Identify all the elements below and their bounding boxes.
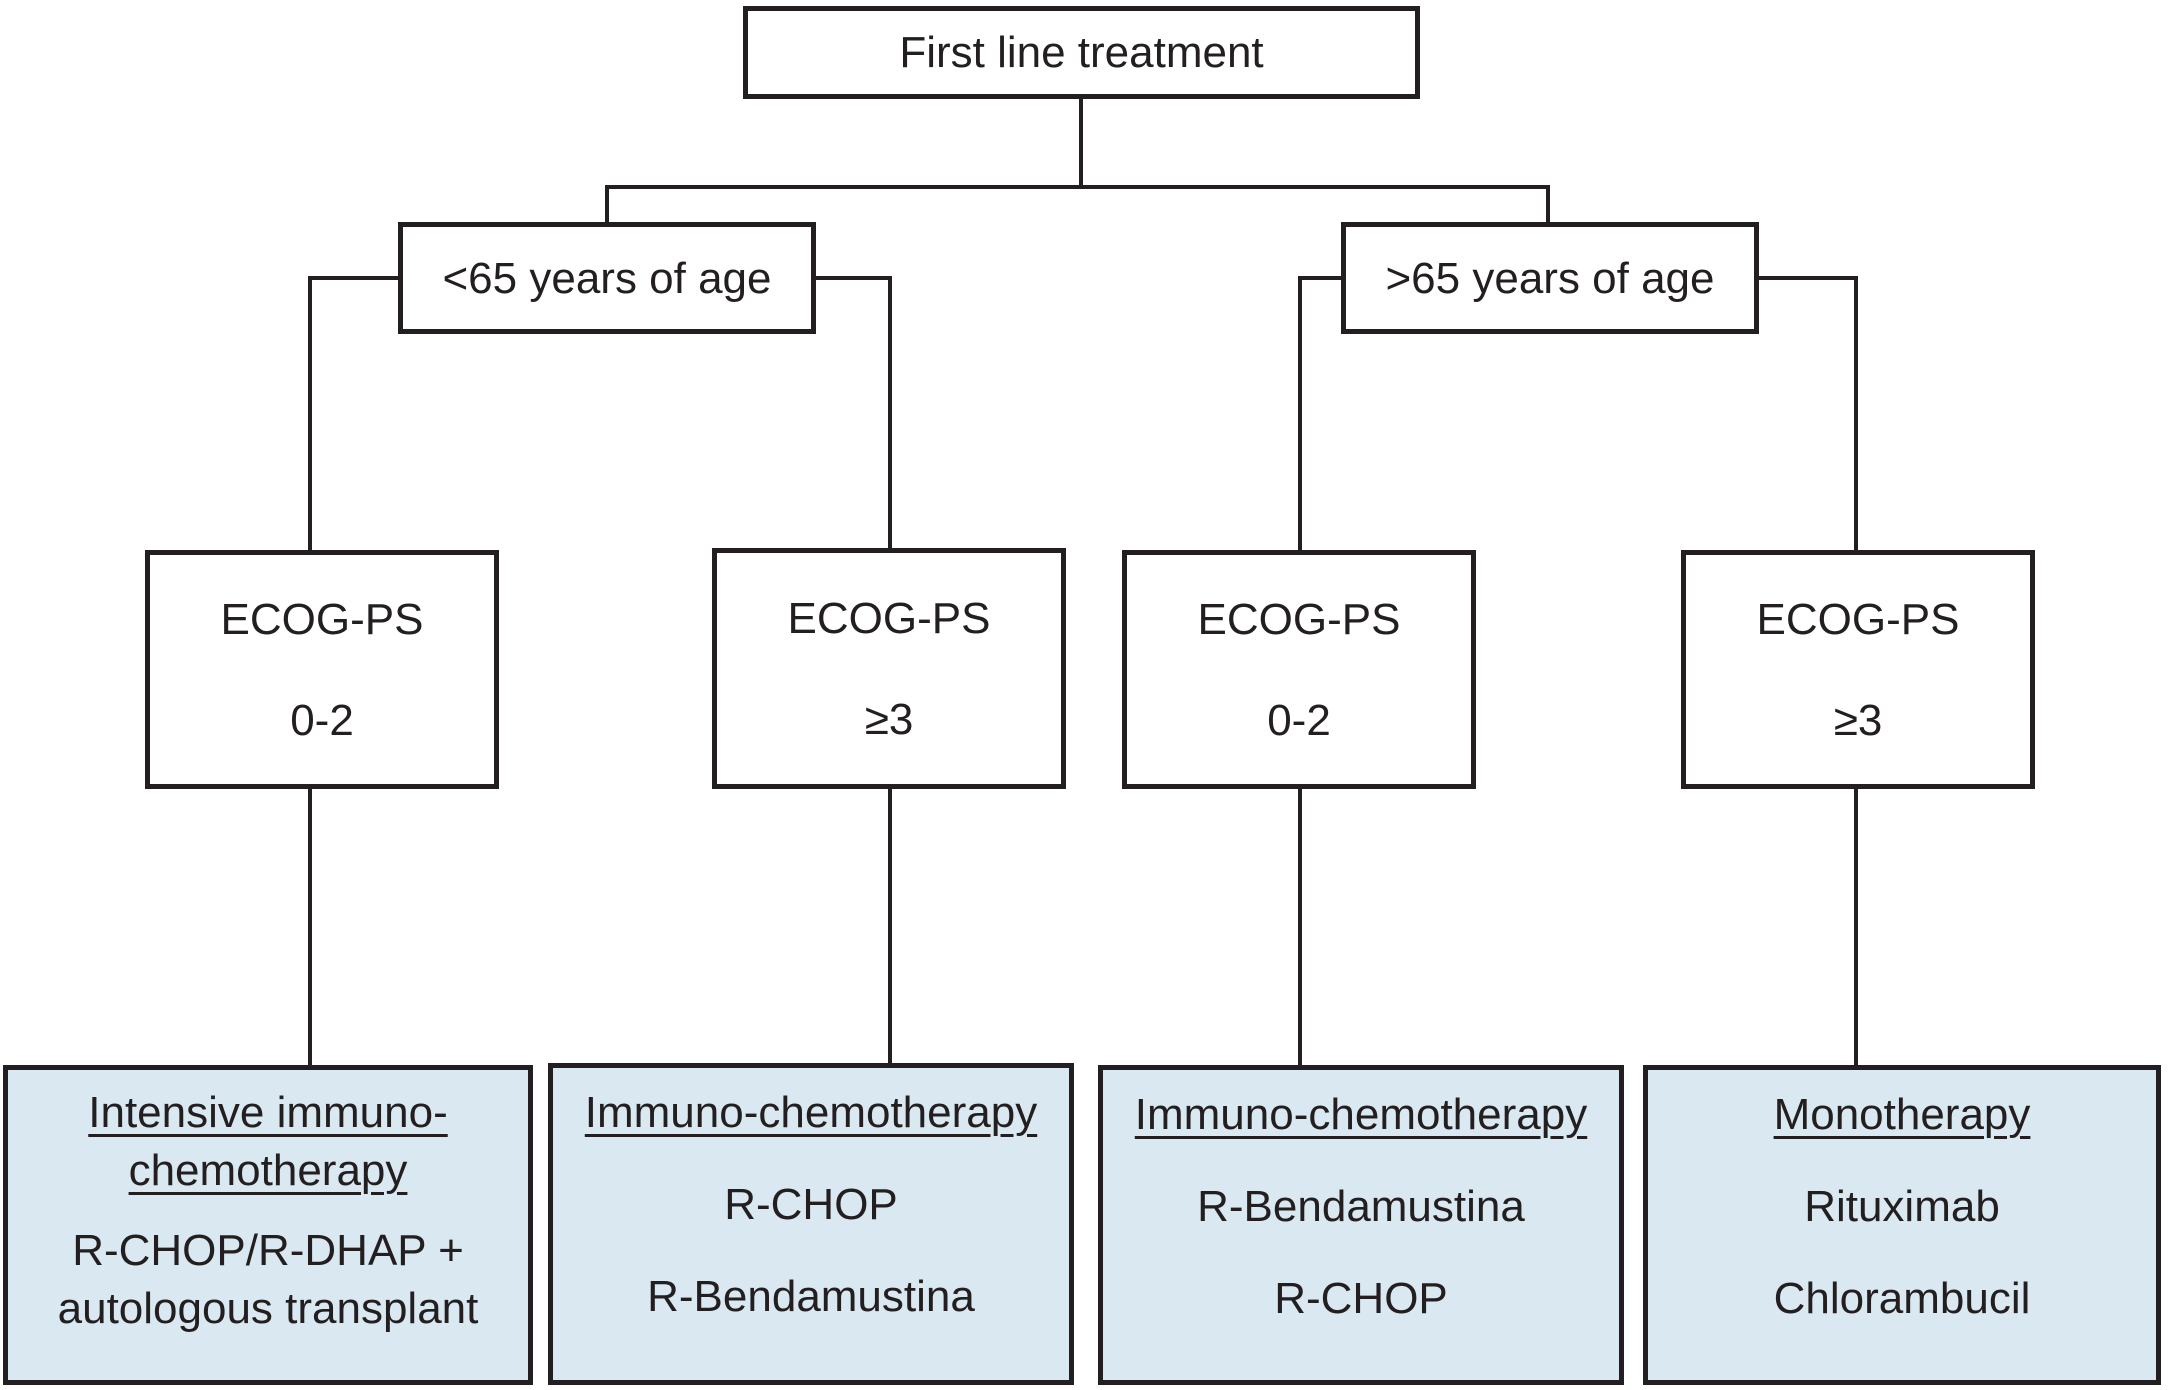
- ecog-title: ECOG-PS: [787, 593, 991, 643]
- ecog-value: ≥3: [1833, 695, 1883, 745]
- treatment-option-1: Rituximab: [1804, 1182, 2000, 1232]
- connector-under65-drop: [605, 185, 609, 225]
- root-node: First line treatment: [743, 6, 1420, 99]
- treatment-option-2: R-Bendamustina: [647, 1272, 975, 1322]
- ecog-value: 0-2: [290, 695, 354, 745]
- treatment-node-intensive-immunochemo: Intensive immuno-chemotherapy R-CHOP/R-D…: [3, 1065, 533, 1385]
- connector-under65-right-drop: [888, 276, 892, 552]
- treatment-regimen: R-CHOP/R-DHAP + autologous transplant: [57, 1226, 479, 1334]
- ecog-title: ECOG-PS: [220, 594, 424, 644]
- connector-over65-left-stub: [1298, 276, 1343, 280]
- treatment-option-1: R-Bendamustina: [1197, 1182, 1525, 1232]
- ecog-value: ≥3: [864, 694, 914, 744]
- connector-over65-drop: [1546, 185, 1550, 225]
- connector-over65-right-drop: [1854, 276, 1858, 552]
- treatment-category: Monotherapy: [1773, 1090, 2031, 1139]
- connector-ecog2-treatment: [888, 787, 892, 1067]
- treatment-node-monotherapy: Monotherapy Rituximab Chlorambucil: [1643, 1065, 2161, 1385]
- root-node-label: First line treatment: [899, 28, 1264, 77]
- age-branch-over65-label: >65 years of age: [1385, 253, 1715, 303]
- connector-ecog3-treatment: [1298, 787, 1302, 1067]
- connector-under65-left-stub: [308, 276, 400, 280]
- ecog-node-over65-frail: ECOG-PS ≥3: [1681, 550, 2035, 789]
- connector-age-split: [605, 185, 1550, 189]
- ecog-title: ECOG-PS: [1197, 594, 1401, 644]
- connector-under65-left-drop: [308, 276, 312, 552]
- treatment-category: Immuno-chemotherapy: [1134, 1090, 1588, 1139]
- treatment-category: Immuno-chemotherapy: [584, 1088, 1038, 1137]
- connector-root-drop: [1079, 98, 1083, 189]
- ecog-value: 0-2: [1267, 695, 1331, 745]
- treatment-category: Intensive immuno-chemotherapy: [88, 1088, 448, 1196]
- treatment-node-immunochemo-elderly-fit: Immuno-chemotherapy R-Bendamustina R-CHO…: [1098, 1065, 1624, 1385]
- connector-under65-right-stub: [814, 276, 892, 280]
- treatment-option-2: Chlorambucil: [1773, 1274, 2031, 1324]
- ecog-node-over65-fit: ECOG-PS 0-2: [1122, 550, 1476, 789]
- age-branch-under65-label: <65 years of age: [442, 253, 772, 303]
- connector-ecog1-treatment: [308, 787, 312, 1067]
- treatment-option-1: R-CHOP: [724, 1180, 898, 1230]
- ecog-title: ECOG-PS: [1756, 594, 1960, 644]
- ecog-node-under65-fit: ECOG-PS 0-2: [145, 550, 499, 789]
- ecog-node-under65-frail: ECOG-PS ≥3: [712, 548, 1066, 789]
- treatment-option-2: R-CHOP: [1274, 1274, 1448, 1324]
- connector-ecog4-treatment: [1854, 787, 1858, 1067]
- age-branch-over65: >65 years of age: [1341, 222, 1759, 334]
- age-branch-under65: <65 years of age: [398, 222, 816, 334]
- treatment-node-immunochemo-young-frail: Immuno-chemotherapy R-CHOP R-Bendamustin…: [548, 1063, 1074, 1385]
- connector-over65-right-stub: [1757, 276, 1858, 280]
- connector-over65-left-drop: [1298, 276, 1302, 552]
